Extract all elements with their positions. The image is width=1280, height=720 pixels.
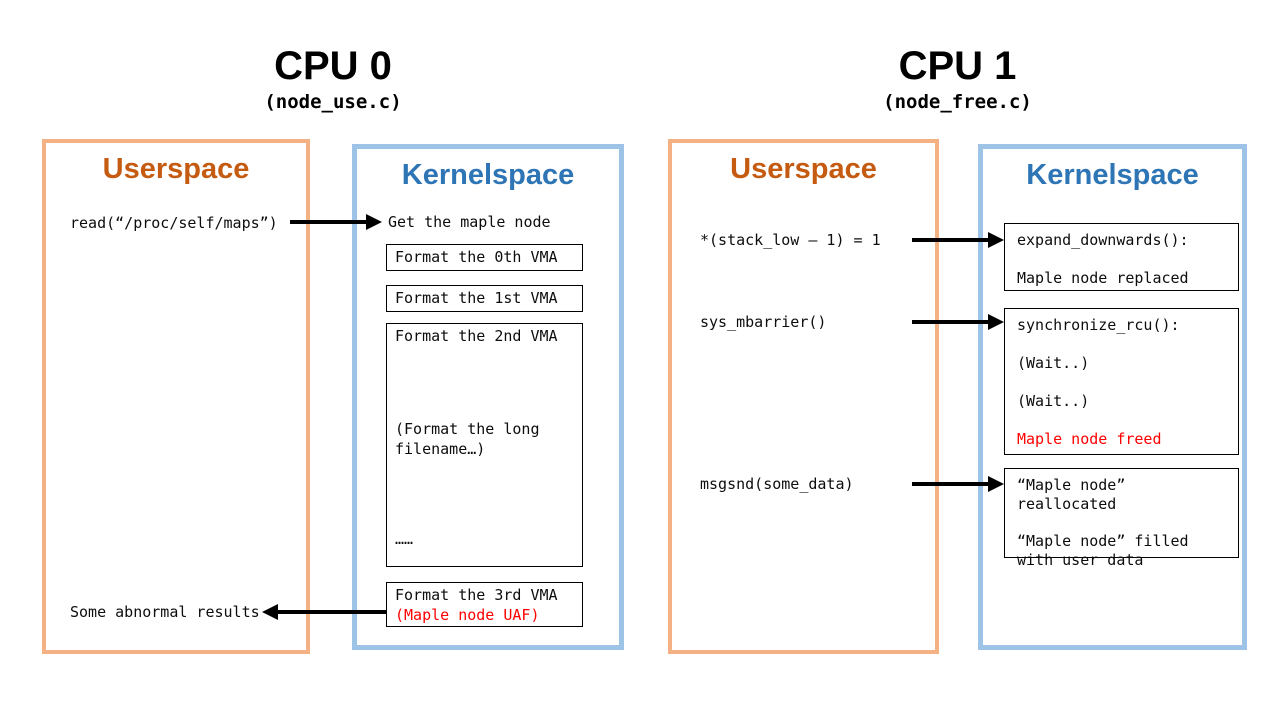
abnormal-results-label: Some abnormal results <box>70 603 260 621</box>
realloc-box: “Maple node” reallocated “Maple node” fi… <box>1004 468 1239 569</box>
msgsnd-arrow-icon <box>912 476 1004 492</box>
arrow-head-icon <box>988 476 1004 492</box>
get-maple-node-label: Get the maple node <box>388 213 551 231</box>
read-arrow-icon <box>290 214 382 230</box>
expand-downwards-box: expand_downwards(): Maple node replaced <box>1004 223 1239 291</box>
maple-node-freed-label: Maple node freed <box>1017 430 1162 448</box>
synchronize-rcu-label: synchronize_rcu(): <box>1017 316 1180 334</box>
maple-node-replaced-label: Maple node replaced <box>1017 269 1189 287</box>
arrow-shaft <box>290 220 368 224</box>
ellipsis-label: …… <box>395 530 414 548</box>
arrow-shaft <box>912 482 990 486</box>
vma2-long-box: Format the 2nd VMA (Format the long file… <box>386 323 583 567</box>
wait1-label: (Wait..) <box>1017 354 1090 372</box>
arrow-shaft <box>912 238 990 242</box>
panel-cpu1-userspace: Userspace *(stack_low – 1) = 1 sys_mbarr… <box>668 139 939 654</box>
vma3-label: Format the 3rd VMA <box>395 586 558 604</box>
cpu1-subtitle: (node_free.c) <box>883 91 1032 113</box>
cpu1-kernelspace-heading: Kernelspace <box>1026 159 1199 191</box>
vma1-box: Format the 1st VMA <box>386 285 583 312</box>
read-call-label: read(“/proc/self/maps”) <box>70 214 278 232</box>
synchronize-rcu-box: synchronize_rcu(): (Wait..) (Wait..) Map… <box>1004 308 1239 455</box>
uaf-result-arrow-icon <box>262 604 386 620</box>
stack-write-label: *(stack_low – 1) = 1 <box>700 231 881 249</box>
long-filename-label: (Format the long filename…) <box>395 420 540 458</box>
vma0-box: Format the 0th VMA <box>386 244 583 271</box>
mbarrier-label: sys_mbarrier() <box>700 313 827 331</box>
maple-node-filled-label: “Maple node” filled with user data <box>1017 532 1189 569</box>
arrow-head-icon <box>988 314 1004 330</box>
panel-cpu0-kernelspace: Kernelspace Get the maple node Format th… <box>352 144 624 650</box>
arrow-head-icon <box>366 214 382 230</box>
cpu1-userspace-heading: Userspace <box>730 153 877 185</box>
cpu0-title-block: CPU 0 (node_use.c) <box>42 42 624 114</box>
arrow-head-icon <box>988 232 1004 248</box>
maple-node-reallocated-label: “Maple node” reallocated <box>1017 476 1126 513</box>
vma3-uaf-label: (Maple node UAF) <box>395 606 540 624</box>
wait2-label: (Wait..) <box>1017 392 1090 410</box>
cpu0-title: CPU 0 <box>274 44 392 88</box>
vma2-label: Format the 2nd VMA <box>395 327 558 345</box>
expand-downwards-label: expand_downwards(): <box>1017 231 1189 249</box>
panel-cpu1-kernelspace: Kernelspace expand_downwards(): Maple no… <box>978 144 1247 650</box>
panel-cpu0-userspace: Userspace read(“/proc/self/maps”) Some a… <box>42 139 310 654</box>
vma3-uaf-box: Format the 3rd VMA (Maple node UAF) <box>386 582 583 627</box>
arrow-head-icon <box>262 604 278 620</box>
cpu1-title-block: CPU 1 (node_free.c) <box>668 42 1247 114</box>
mbarrier-arrow-icon <box>912 314 1004 330</box>
arrow-shaft <box>276 610 386 614</box>
stack-write-arrow-icon <box>912 232 1004 248</box>
cpu1-title: CPU 1 <box>898 44 1017 88</box>
cpu0-subtitle: (node_use.c) <box>264 91 402 113</box>
cpu0-userspace-heading: Userspace <box>102 153 250 185</box>
cpu0-kernelspace-heading: Kernelspace <box>401 159 575 191</box>
msgsnd-label: msgsnd(some_data) <box>700 475 854 493</box>
arrow-shaft <box>912 320 990 324</box>
